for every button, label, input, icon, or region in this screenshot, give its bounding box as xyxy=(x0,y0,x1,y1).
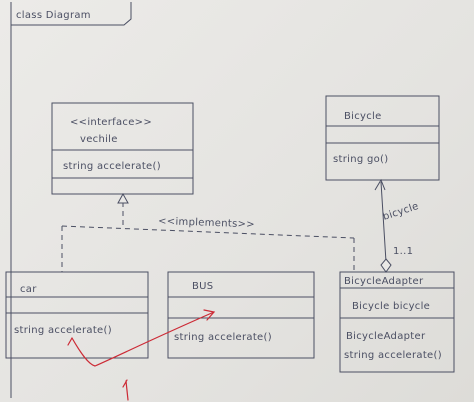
aggregation-diamond xyxy=(380,258,392,273)
frame-label-tab xyxy=(11,2,132,26)
association-line xyxy=(380,181,387,263)
realization-bus-line xyxy=(61,225,355,239)
association-role: bicycle xyxy=(382,201,421,223)
adapter-name: BicycleAdapter xyxy=(344,276,424,287)
car-box xyxy=(5,271,149,359)
car-method: string accelerate() xyxy=(14,325,112,336)
association-arrowhead xyxy=(374,178,386,191)
adapter-method: string accelerate() xyxy=(344,350,442,361)
bus-box xyxy=(167,271,315,359)
realization-arrowhead xyxy=(117,192,129,204)
association-multiplicity: 1..1 xyxy=(393,246,413,257)
interface-method: string accelerate() xyxy=(63,161,161,172)
bus-method: string accelerate() xyxy=(174,332,272,343)
car-name: car xyxy=(20,284,37,295)
interface-stereotype: <<interface>> xyxy=(70,117,152,128)
red-annotation-stroke xyxy=(71,311,215,367)
bicycle-name: Bicycle xyxy=(344,111,382,122)
interface-name: vechile xyxy=(80,134,118,145)
bicycle-box xyxy=(325,95,440,181)
red-annotation-mark xyxy=(122,379,129,401)
adapter-attribute: Bicycle bicycle xyxy=(352,301,430,312)
bus-name: BUS xyxy=(192,281,213,292)
frame-label: class Diagram xyxy=(16,10,91,21)
bicycle-method: string go() xyxy=(333,154,388,165)
red-annotation-tick xyxy=(67,337,73,346)
adapter-constructor: BicycleAdapter xyxy=(346,331,426,342)
implements-label: <<implements>> xyxy=(158,216,255,230)
adapter-box xyxy=(339,271,455,373)
red-annotation-arrowhead xyxy=(203,309,216,321)
